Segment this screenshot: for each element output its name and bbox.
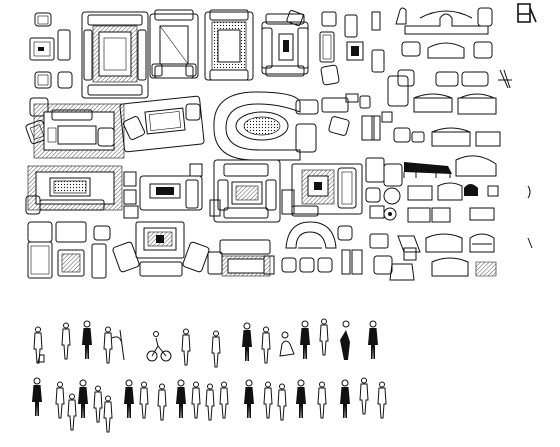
furniture-row-1	[29, 3, 537, 99]
living-set-4	[261, 10, 309, 77]
loose-pieces-3	[365, 157, 403, 221]
living-set-1	[81, 11, 149, 99]
armchair-block	[29, 12, 73, 89]
curved-sofa-2	[281, 221, 363, 275]
people-row-2	[31, 377, 387, 433]
side-marks	[527, 185, 533, 249]
living-set-2	[149, 9, 199, 79]
furniture-row-3	[25, 155, 533, 249]
loose-pieces-4	[369, 233, 421, 281]
living-set-8	[123, 163, 203, 219]
sofa-sectional-left	[27, 221, 111, 279]
living-set-9	[209, 159, 281, 223]
side-units	[321, 93, 425, 143]
living-set-11	[112, 221, 210, 277]
living-set-6	[119, 95, 205, 153]
sofa-elevations	[395, 7, 512, 89]
furniture-row-4	[27, 221, 497, 281]
chaise-and-elevations	[403, 155, 499, 223]
living-set-12	[207, 239, 275, 277]
living-set-10	[281, 163, 363, 217]
furniture-row-2	[25, 75, 501, 161]
living-set-3	[204, 9, 254, 81]
sofa-elevations-2	[387, 75, 501, 147]
living-set-5	[33, 103, 125, 159]
sofa-elevations-3	[425, 233, 497, 277]
people-row-1	[33, 318, 379, 368]
curved-sectional	[213, 91, 319, 161]
living-set-7	[25, 165, 123, 215]
dining-chair-elevation	[517, 3, 537, 23]
small-pieces-1	[319, 11, 385, 86]
